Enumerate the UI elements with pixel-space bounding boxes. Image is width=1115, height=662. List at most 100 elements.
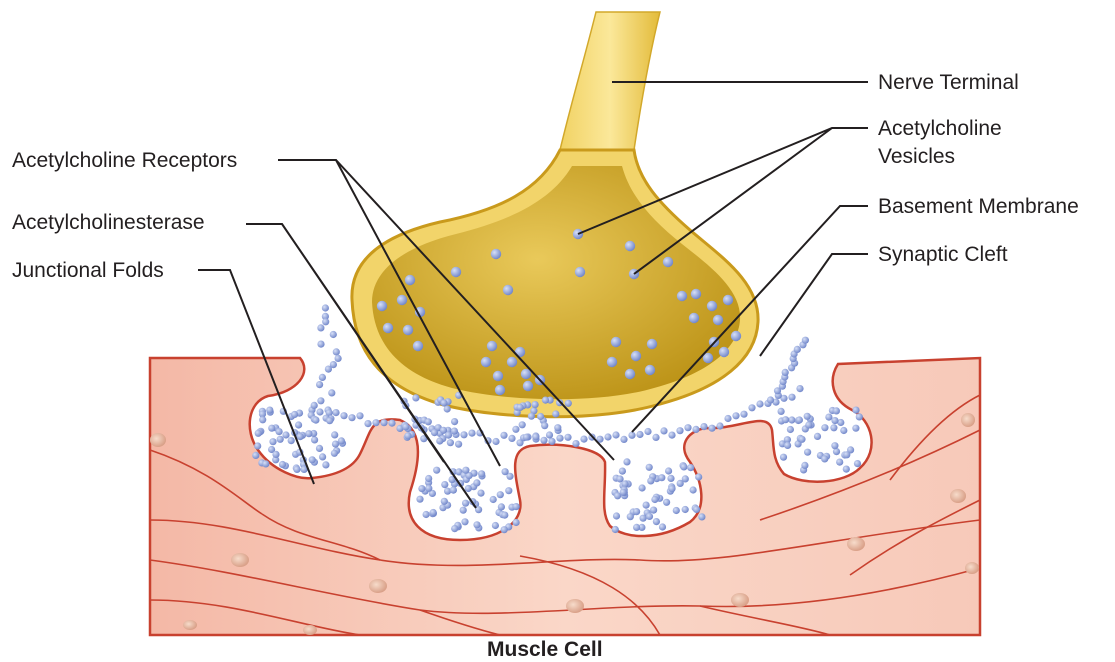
cleft-dot bbox=[620, 436, 627, 443]
fold-dot bbox=[402, 423, 409, 430]
fold-dot bbox=[668, 485, 675, 492]
cleft-dot bbox=[692, 426, 699, 433]
fold-dot bbox=[646, 464, 653, 471]
fold-dot bbox=[262, 460, 269, 467]
vesicle bbox=[607, 357, 617, 367]
vesicle bbox=[487, 341, 497, 351]
fold-dot bbox=[784, 442, 791, 449]
fold-dot bbox=[623, 458, 630, 465]
fold-dot bbox=[523, 434, 530, 441]
fold-dot bbox=[252, 452, 259, 459]
cleft-dot bbox=[668, 432, 675, 439]
fold-dot bbox=[501, 511, 508, 518]
fold-dot bbox=[282, 431, 289, 438]
fold-dot bbox=[512, 426, 519, 433]
fold-dot bbox=[291, 411, 298, 418]
fold-dot bbox=[856, 413, 863, 420]
fold-dot bbox=[542, 397, 549, 404]
fold-dot bbox=[804, 413, 811, 420]
fold-dot bbox=[801, 462, 808, 469]
vesicle bbox=[713, 315, 723, 325]
vesicle bbox=[689, 313, 699, 323]
fold-dot bbox=[519, 421, 526, 428]
fold-dot bbox=[650, 507, 657, 514]
cleft-dot bbox=[340, 412, 347, 419]
fold-dot bbox=[528, 413, 535, 420]
fold-dot bbox=[619, 468, 626, 475]
cleft-dot bbox=[316, 408, 323, 415]
vesicle bbox=[413, 341, 423, 351]
fold-dot bbox=[843, 466, 850, 473]
fold-dot bbox=[312, 417, 319, 424]
fold-dot bbox=[612, 526, 619, 533]
fold-dot bbox=[254, 442, 261, 449]
cleft-dot bbox=[794, 346, 801, 353]
fold-dot bbox=[677, 480, 684, 487]
label-acetylcholinesterase: Acetylcholinesterase bbox=[12, 208, 205, 238]
fold-dot bbox=[461, 518, 468, 525]
fold-dot bbox=[651, 496, 658, 503]
vesicle bbox=[377, 301, 387, 311]
cleft-dot bbox=[468, 430, 475, 437]
fold-dot bbox=[852, 407, 859, 414]
fold-dot bbox=[537, 413, 544, 420]
fold-dot bbox=[418, 485, 425, 492]
fold-dot bbox=[854, 460, 861, 467]
label-nerve-terminal: Nerve Terminal bbox=[878, 68, 1019, 98]
fold-dot bbox=[658, 474, 665, 481]
cleft-dot bbox=[311, 402, 318, 409]
cleft-dot bbox=[572, 440, 579, 447]
fold-dot bbox=[821, 455, 828, 462]
fold-dot bbox=[565, 400, 572, 407]
fold-dot bbox=[433, 467, 440, 474]
vesicle bbox=[631, 351, 641, 361]
fold-dot bbox=[639, 484, 646, 491]
fold-dot bbox=[659, 523, 666, 530]
cleft-dot bbox=[767, 396, 774, 403]
fold-dot bbox=[451, 525, 458, 532]
cleft-dot bbox=[652, 434, 659, 441]
fold-dot bbox=[633, 524, 640, 531]
fold-dot bbox=[332, 441, 339, 448]
cleft-dot bbox=[564, 434, 571, 441]
fold-dot bbox=[613, 512, 620, 519]
cleft-dot bbox=[333, 348, 340, 355]
cleft-dot bbox=[317, 324, 324, 331]
fold-dot bbox=[695, 473, 702, 480]
fold-dot bbox=[653, 518, 660, 525]
fold-dot bbox=[295, 421, 302, 428]
label-acetylcholine-vesicles-line2: Vesicles bbox=[878, 142, 955, 172]
fold-dot bbox=[331, 431, 338, 438]
vesicle bbox=[719, 347, 729, 357]
fold-dot bbox=[517, 404, 524, 411]
fold-dot bbox=[465, 485, 472, 492]
fold-dot bbox=[831, 442, 838, 449]
fold-dot bbox=[663, 499, 670, 506]
fold-dot bbox=[478, 470, 485, 477]
fold-dot bbox=[473, 521, 480, 528]
fold-dot bbox=[541, 422, 548, 429]
fold-dot bbox=[425, 485, 432, 492]
fold-dot bbox=[498, 503, 505, 510]
cleft-dot bbox=[708, 425, 715, 432]
fold-dot bbox=[331, 450, 338, 457]
caption-muscle-cell: Muscle Cell bbox=[487, 638, 603, 662]
cleft-dot bbox=[788, 394, 795, 401]
fold-dot bbox=[673, 507, 680, 514]
fold-dot bbox=[698, 513, 705, 520]
cleft-dot bbox=[317, 397, 324, 404]
fold-dot bbox=[546, 431, 553, 438]
vesicle bbox=[403, 325, 413, 335]
cleft-dot bbox=[548, 438, 555, 445]
fold-dot bbox=[804, 449, 811, 456]
fold-dot bbox=[552, 410, 559, 417]
fold-dot bbox=[505, 487, 512, 494]
fold-dot bbox=[805, 421, 812, 428]
fold-dot bbox=[440, 399, 447, 406]
fold-dot bbox=[497, 491, 504, 498]
vesicle bbox=[397, 295, 407, 305]
cleft-dot bbox=[500, 432, 507, 439]
fold-dot bbox=[831, 417, 838, 424]
fold-dot bbox=[305, 430, 312, 437]
fold-dot bbox=[272, 451, 279, 458]
